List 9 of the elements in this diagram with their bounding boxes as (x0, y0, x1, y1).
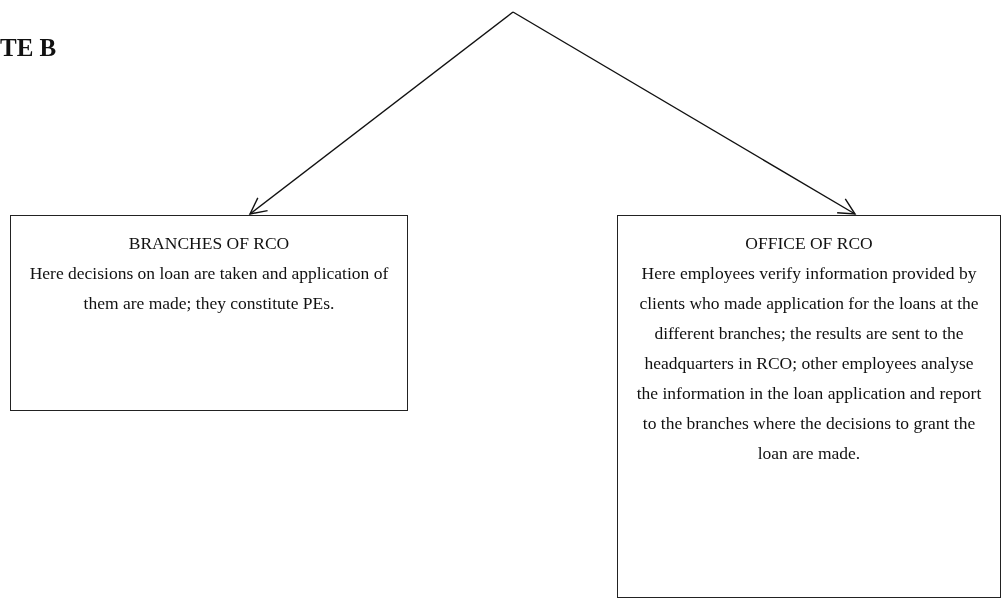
box-heading: OFFICE OF RCO (744, 232, 874, 255)
text-box (617, 215, 1001, 598)
title: TE B (0, 34, 57, 62)
box-text: Here decisions on loan are taken and application of them are made; they constitute PEs. (28, 262, 390, 315)
text-box (10, 215, 408, 411)
arrow (512, 11, 856, 215)
box-heading: BRANCHES OF RCO (127, 232, 291, 255)
arrow (249, 11, 514, 215)
box-text: Here employees verify information provided by clients who made application for the loans at the different branches; the results are sent to the headquarters in RCO; other employees analyse the information in the loan application and report to the branches where the decisions to grant the loan are made. (635, 262, 983, 465)
